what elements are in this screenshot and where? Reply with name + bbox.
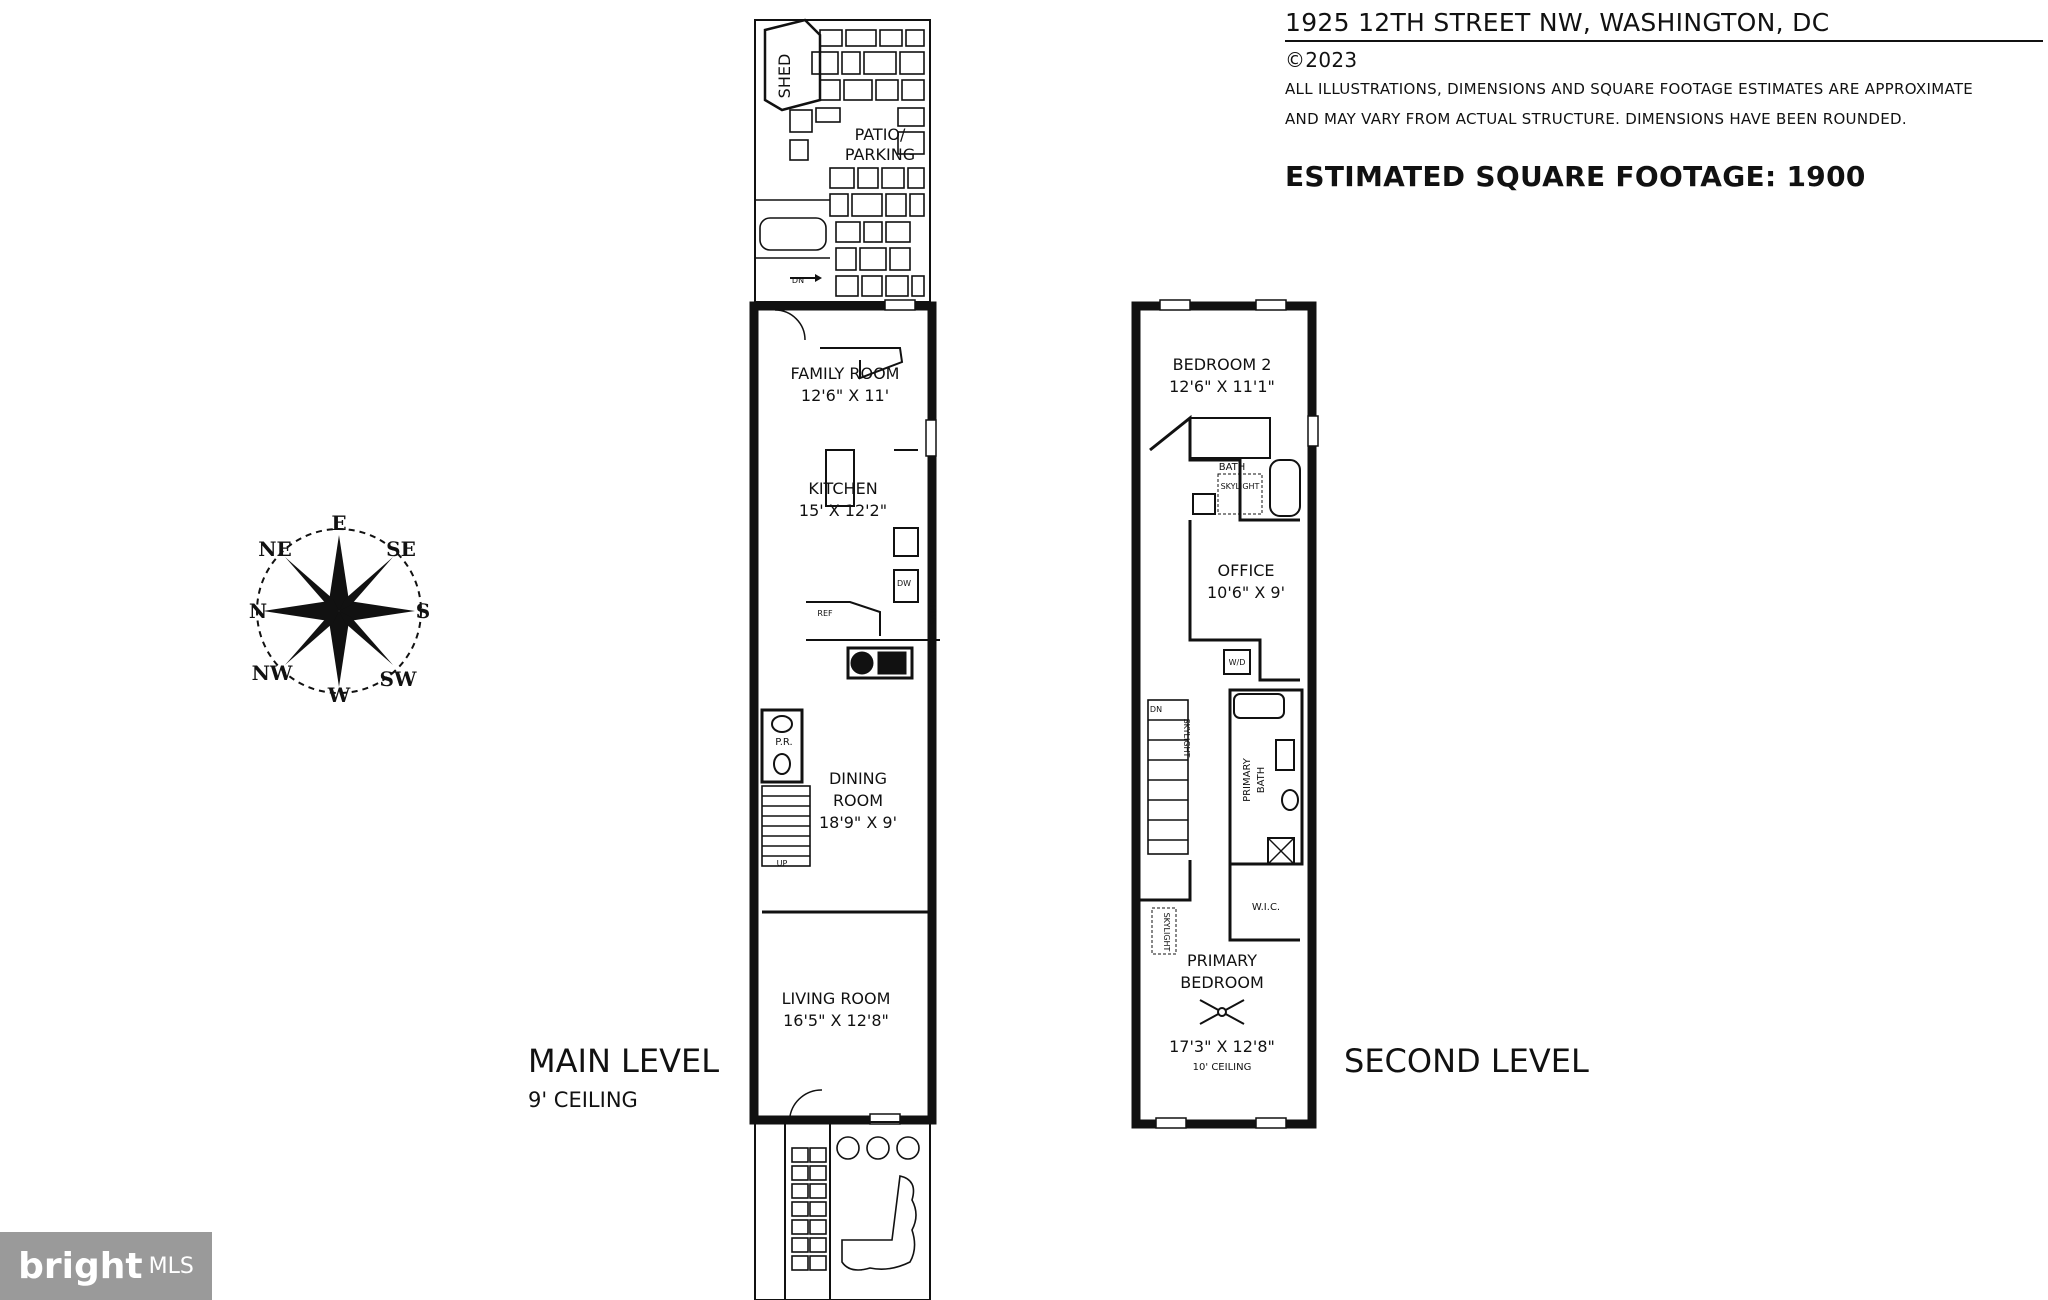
bath-skylight-label: SKYLIGHT [1221, 482, 1260, 491]
disclaimer-line-2: AND MAY VARY FROM ACTUAL STRUCTURE. DIME… [1285, 110, 1907, 128]
dn-label-2: DN [1150, 705, 1162, 714]
second-house-walls [1131, 301, 1317, 1129]
compass-n: N [249, 599, 267, 623]
bathtub [1269, 459, 1301, 517]
main-level-ceiling: 9' CEILING [528, 1088, 638, 1112]
patio-pavers [755, 29, 925, 297]
second-level-plan [1131, 299, 1319, 1129]
main-stairs [761, 785, 811, 867]
compass-nw: NW [252, 661, 293, 685]
primary-bath-label-1: PRIMARY [1242, 757, 1253, 802]
up-label: UP [777, 859, 788, 868]
main-level-labels: SHED PATIO/ PARKING DN FAMILY ROOM 12'6"… [775, 54, 937, 1030]
primary-bed-dim: 17'3" X 12'8" [1169, 1037, 1275, 1056]
dining-label-1: DINING [829, 769, 887, 788]
shelves-label: SHLVS [928, 599, 937, 624]
family-room-dim: 12'6" X 11' [801, 386, 889, 405]
wic-label: W.I.C. [1252, 902, 1280, 913]
range [893, 527, 919, 557]
kitchen-dim: 15' X 12'2" [799, 501, 887, 520]
patio-label-1: PATIO/ [855, 125, 906, 144]
disclaimer-line-1: ALL ILLUSTRATIONS, DIMENSIONS AND SQUARE… [1285, 80, 1974, 98]
office-label: OFFICE [1218, 561, 1275, 580]
logo-suffix: MLS [148, 1253, 194, 1279]
second-level-title: SECOND LEVEL [1344, 1042, 1589, 1080]
living-room-dim: 16'5" X 12'8" [783, 1011, 889, 1030]
compass-w: W [327, 683, 351, 707]
office-dim: 10'6" X 9' [1207, 583, 1285, 602]
ref-label: REF [817, 609, 833, 618]
kitchen-island [825, 449, 855, 507]
compass-rose: E NE SE N S NW SW W [249, 511, 430, 707]
bed-skylight-label: SKYLIGHT [1162, 913, 1171, 952]
dishwasher [893, 569, 919, 603]
front-yard [754, 1121, 931, 1300]
powder-room [760, 708, 804, 784]
primary-bed-ceiling: 10' CEILING [1193, 1062, 1252, 1073]
bedroom2-label: BEDROOM 2 [1173, 355, 1272, 374]
compass-se: SE [386, 537, 416, 561]
second-stairs [1147, 699, 1189, 855]
shed [763, 18, 822, 112]
compass-sw: SW [380, 667, 417, 691]
patio-planter [759, 217, 827, 251]
fireplace [846, 646, 914, 680]
primary-bed-label-1: PRIMARY [1187, 951, 1257, 970]
wd-label: W/D [1229, 658, 1246, 667]
property-address: 1925 12TH STREET NW, WASHINGTON, DC [1285, 8, 1830, 37]
bedroom2-closet [1189, 417, 1271, 459]
primary-bath [1228, 688, 1304, 866]
shed-label: SHED [775, 54, 794, 99]
dining-label-2: ROOM [833, 791, 883, 810]
compass-e: E [331, 511, 346, 535]
copyright: ©2023 [1285, 48, 1358, 72]
living-room-label: LIVING ROOM [782, 989, 891, 1008]
second-level-labels: BEDROOM 2 12'6" X 11'1" BATH SKYLIGHT OF… [1150, 355, 1285, 1073]
bedroom2-dim: 12'6" X 11'1" [1169, 377, 1275, 396]
dining-dim: 18'9" X 9' [819, 813, 897, 832]
compass-star [263, 535, 415, 687]
square-footage: ESTIMATED SQUARE FOOTAGE: 1900 [1285, 160, 1866, 193]
main-house-walls [749, 299, 940, 1125]
pr-label: P.R. [775, 737, 792, 748]
bright-mls-logo: bright MLS [0, 1232, 212, 1300]
compass-ring [256, 528, 422, 694]
patio-label-2: PARKING [845, 145, 915, 164]
compass-ne: NE [258, 537, 292, 561]
dn-label: DN [792, 276, 804, 285]
primary-bed-label-2: BEDROOM [1180, 973, 1264, 992]
address-underline [1285, 40, 2043, 42]
logo-word: bright [18, 1245, 143, 1287]
family-room-label: FAMILY ROOM [791, 364, 900, 383]
ceiling-fan [1199, 999, 1245, 1025]
main-level-title: MAIN LEVEL [528, 1042, 720, 1080]
dw-label: DW [897, 579, 911, 588]
compass-s: S [416, 599, 430, 623]
bath-label: BATH [1219, 462, 1246, 473]
primary-bath-label-2: BATH [1256, 767, 1267, 794]
stair-skylight-label: SKYLIGHT [1182, 719, 1191, 758]
kitchen-label: KITCHEN [808, 479, 877, 498]
main-level-plan: SHED PATIO/ PARKING DN FAMILY ROOM 12'6"… [749, 18, 940, 1300]
